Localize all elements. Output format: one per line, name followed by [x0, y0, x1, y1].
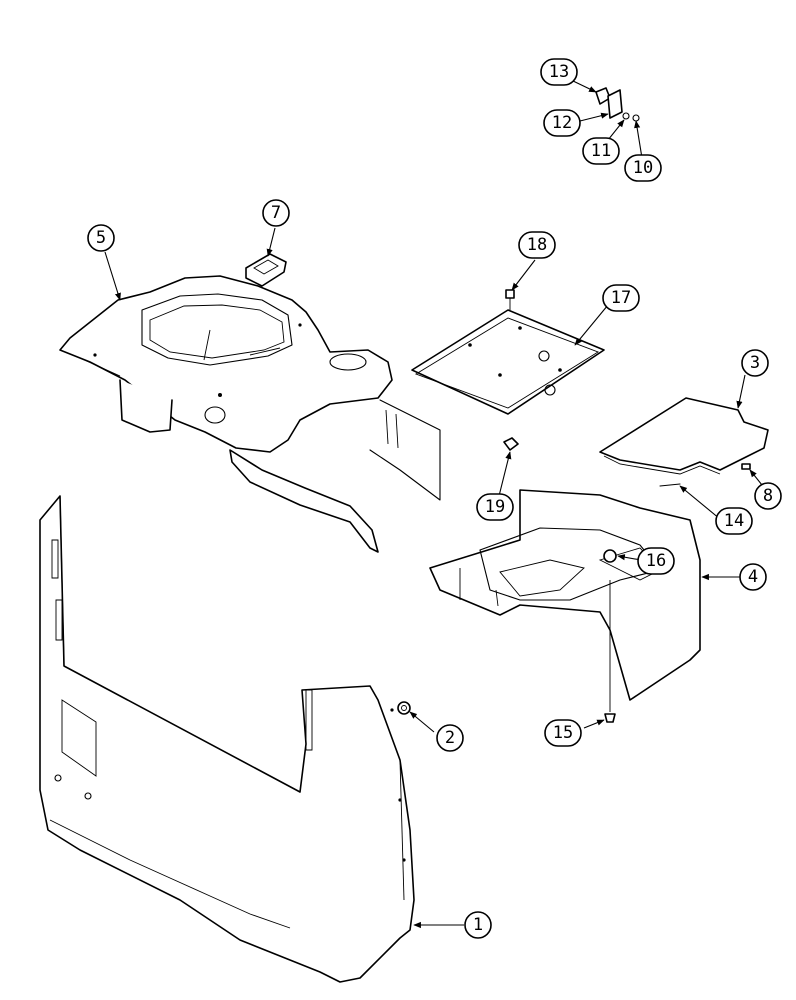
part-18-bolt — [505, 289, 515, 310]
svg-text:3: 3 — [750, 353, 760, 373]
callout-12: 12 — [543, 109, 581, 137]
part-19-nut — [503, 437, 519, 451]
callout-11: 11 — [582, 137, 620, 165]
leader-lines — [104, 79, 767, 929]
svg-text:17: 17 — [611, 288, 631, 308]
part-17-plate — [411, 309, 605, 415]
callout-4: 4 — [739, 563, 767, 591]
svg-text:4: 4 — [748, 567, 758, 587]
part-3-cover — [599, 397, 769, 475]
svg-text:12: 12 — [552, 113, 572, 133]
svg-text:18: 18 — [527, 235, 547, 255]
callout-13: 13 — [540, 58, 578, 86]
part-4-side-pod — [429, 489, 701, 701]
callout-5: 5 — [87, 224, 115, 252]
part-5-console-frame — [59, 275, 441, 553]
callout-3: 3 — [741, 349, 769, 377]
svg-text:19: 19 — [485, 497, 505, 517]
callout-17: 17 — [602, 284, 640, 312]
callout-1: 1 — [464, 911, 492, 939]
part-2-fastener — [397, 701, 411, 715]
part-1-front-shroud — [39, 495, 415, 983]
svg-text:14: 14 — [724, 511, 744, 531]
parts-10-13-hardware — [595, 87, 640, 122]
part-15-bolt — [604, 580, 616, 723]
svg-text:5: 5 — [96, 228, 106, 248]
svg-text:13: 13 — [549, 62, 569, 82]
svg-text:16: 16 — [646, 551, 666, 571]
part-7-bracket — [245, 253, 287, 287]
callout-8: 8 — [754, 482, 782, 510]
svg-text:11: 11 — [591, 141, 611, 161]
callout-16: 16 — [637, 547, 675, 575]
svg-text:1: 1 — [473, 915, 483, 935]
svg-text:7: 7 — [271, 203, 281, 223]
part-8-clip — [741, 463, 751, 470]
svg-text:8: 8 — [763, 486, 773, 506]
callout-19: 19 — [476, 493, 514, 521]
callout-14: 14 — [715, 507, 753, 535]
callout-7: 7 — [262, 199, 290, 227]
callout-10: 10 — [624, 154, 662, 182]
svg-text:2: 2 — [445, 728, 455, 748]
part-16-nut — [603, 549, 617, 563]
callout-2: 2 — [436, 724, 464, 752]
callout-18: 18 — [518, 231, 556, 259]
callout-15: 15 — [544, 719, 582, 747]
svg-text:15: 15 — [553, 723, 573, 743]
part-14-strip — [659, 483, 681, 487]
svg-text:10: 10 — [633, 158, 653, 178]
